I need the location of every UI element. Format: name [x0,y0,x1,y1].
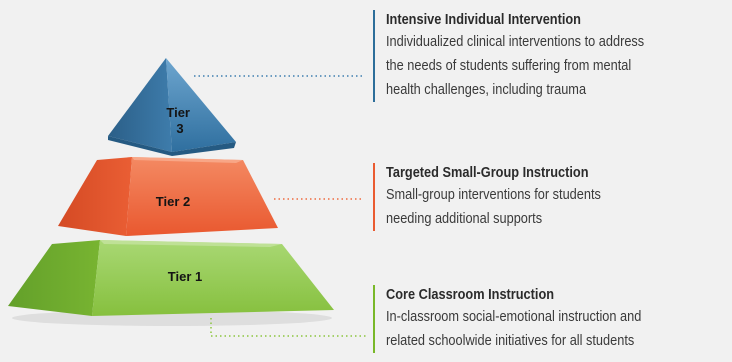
tier-1-description-block: Core Classroom Instruction In-classroom … [373,285,676,353]
tier-2-description-block: Targeted Small-Group Instruction Small-g… [373,163,630,231]
tier-1-title: Core Classroom Instruction [386,287,555,303]
tier-3-label: Tier 3 [166,105,193,136]
tier-3-block [108,58,236,156]
tier-2-description-line: needing additional supports [386,211,543,227]
tier-1-connector [210,318,366,337]
tier-3-label-line2: 3 [176,121,183,136]
tier-3-title: Intensive Individual Intervention [386,12,581,28]
tier-2-label: Tier 2 [156,194,190,209]
tier-3-description-line: the needs of students suffering from men… [386,58,632,74]
tier-2-block [58,157,278,236]
tier-2-description-line: Small-group interventions for students [386,187,601,203]
tier-1-label: Tier 1 [168,269,202,284]
tier-3-description-line: Individualized clinical interventions to… [386,34,645,50]
tier-3-description-block: Intensive Individual Intervention Indivi… [373,10,679,102]
tier-1-block [8,240,334,326]
tier-2-title: Targeted Small-Group Instruction [386,165,589,181]
tier-3-description-line: health challenges, including trauma [386,82,587,98]
tier-1-description-line: In-classroom social-emotional instructio… [386,309,642,325]
tier-3-label-line1: Tier [166,105,190,120]
tier-1-description-line: related schoolwide initiatives for all s… [386,333,635,349]
